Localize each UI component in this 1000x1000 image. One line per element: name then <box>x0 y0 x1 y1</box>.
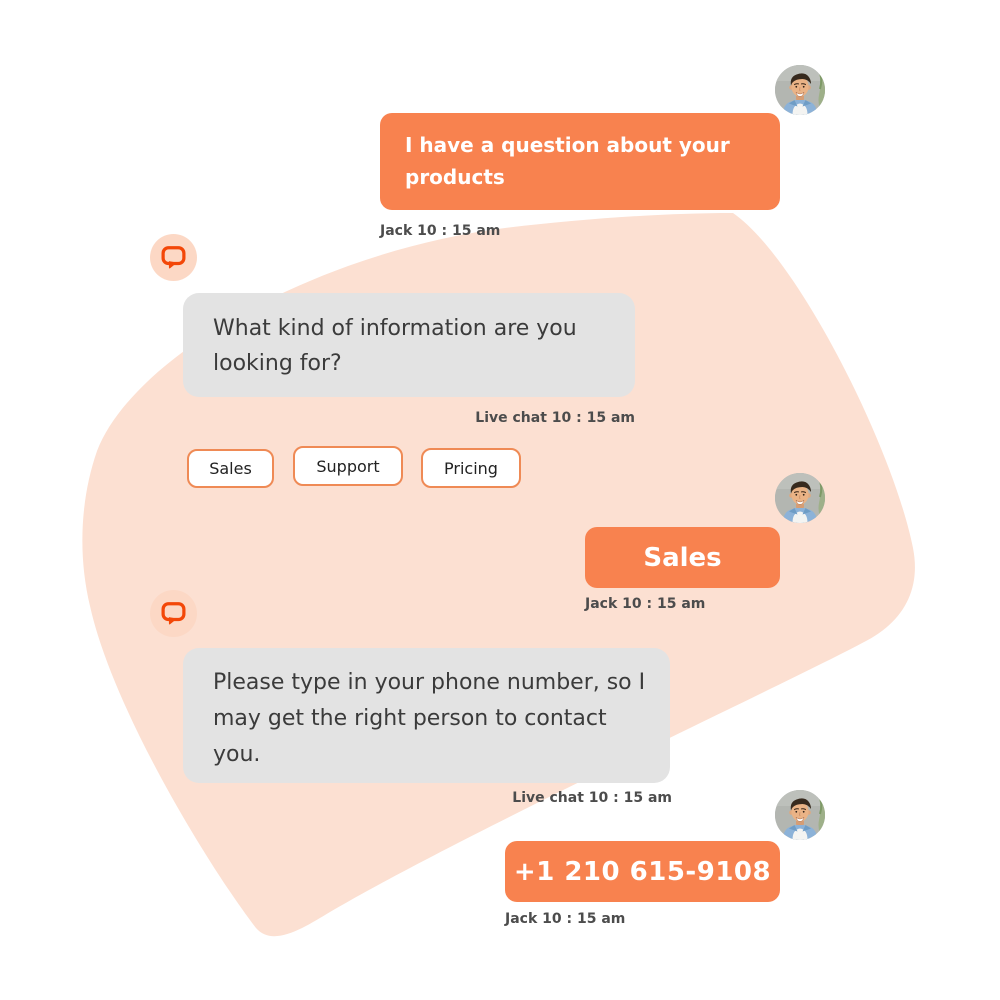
user-avatar <box>775 65 825 115</box>
chat-bubble-icon <box>150 590 197 637</box>
chat-bubble-icon <box>150 234 197 281</box>
quick-reply-support-button[interactable]: Support <box>293 446 403 486</box>
quick-reply-pricing-button[interactable]: Pricing <box>421 448 521 488</box>
message-timestamp: Jack 10 : 15 am <box>380 223 501 239</box>
bot-message-bubble: What kind of information are you looking… <box>183 293 635 397</box>
bot-message-bubble: Please type in your phone number, so I m… <box>183 648 670 783</box>
user-message-bubble: +1 210 615-9108 <box>505 841 780 902</box>
quick-reply-sales-button[interactable]: Sales <box>187 449 274 488</box>
message-timestamp: Live chat 10 : 15 am <box>475 410 635 426</box>
message-timestamp: Jack 10 : 15 am <box>505 911 626 927</box>
user-avatar <box>775 473 825 523</box>
user-message-bubble: Sales <box>585 527 780 588</box>
user-avatar <box>775 790 825 840</box>
message-timestamp: Live chat 10 : 15 am <box>512 790 672 806</box>
user-message-bubble: I have a question about your products <box>380 113 780 210</box>
message-timestamp: Jack 10 : 15 am <box>585 596 706 612</box>
